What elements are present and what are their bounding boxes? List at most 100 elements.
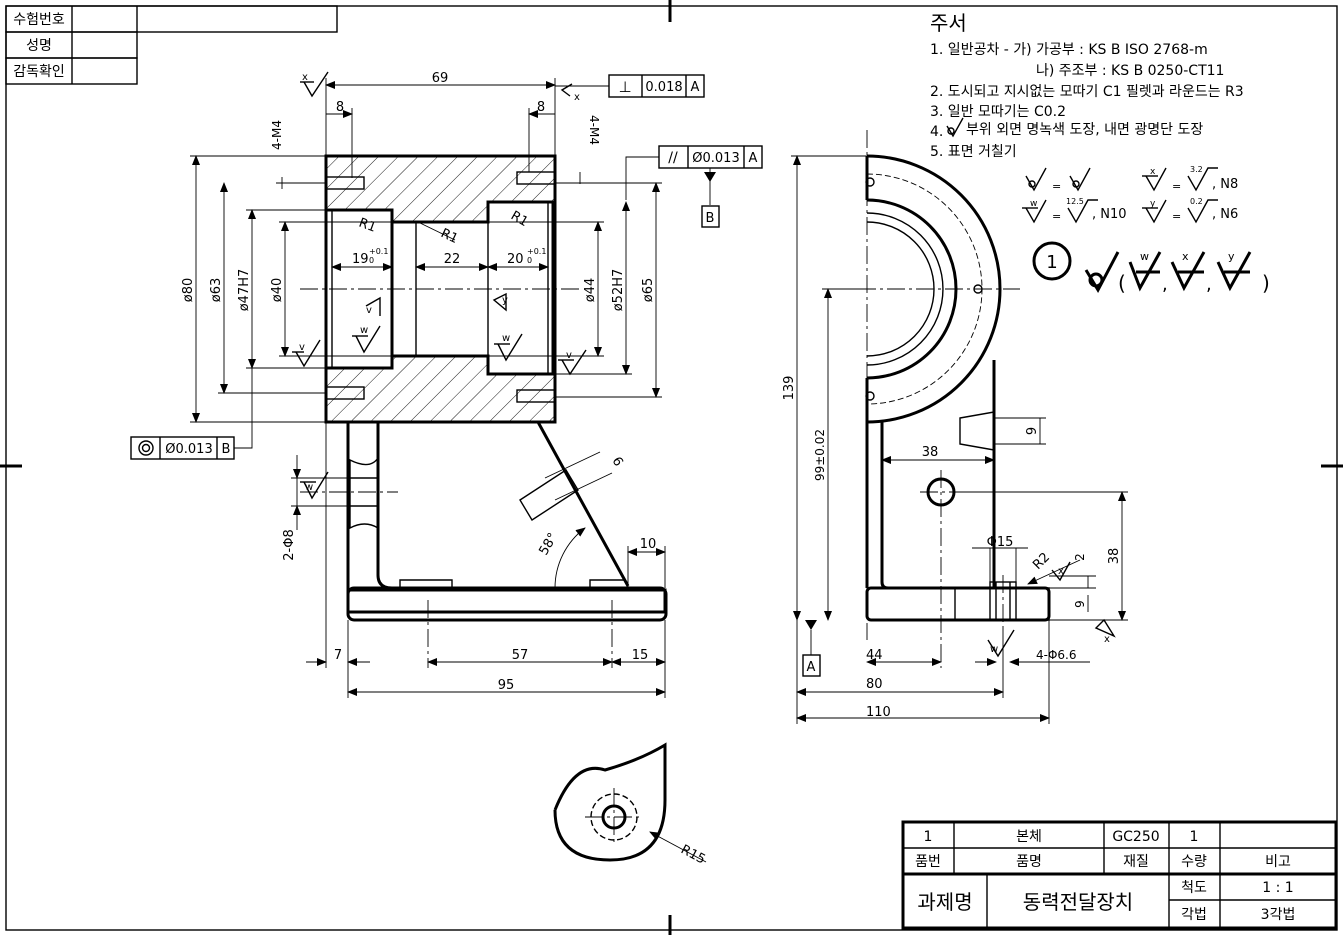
svg-text:, N6: , N6 bbox=[1212, 207, 1238, 222]
svg-text:=: = bbox=[1172, 180, 1181, 193]
svg-text:y: y bbox=[1150, 199, 1156, 209]
svg-text:x: x bbox=[302, 72, 308, 83]
svg-text:ø47H7: ø47H7 bbox=[237, 269, 252, 312]
tapped-holes bbox=[325, 171, 556, 403]
header-qty: 수량 bbox=[1181, 854, 1207, 870]
svg-text:0: 0 bbox=[369, 256, 374, 265]
svg-text:⊥: ⊥ bbox=[618, 78, 631, 96]
svg-text:R1: R1 bbox=[438, 226, 460, 247]
svg-text:Ø0.013: Ø0.013 bbox=[165, 442, 212, 457]
svg-text:6: 6 bbox=[609, 455, 626, 470]
svg-text:ø80: ø80 bbox=[181, 278, 196, 303]
datum-a: A bbox=[807, 660, 816, 675]
svg-text:w: w bbox=[360, 325, 368, 336]
svg-text:38: 38 bbox=[922, 445, 939, 460]
svg-text:10: 10 bbox=[640, 537, 657, 552]
project-label: 과제명 bbox=[917, 890, 972, 914]
gdt-parallelism: // Ø0.013 A B bbox=[625, 145, 763, 228]
svg-text:12.5: 12.5 bbox=[1066, 197, 1084, 206]
svg-text:20: 20 bbox=[507, 252, 524, 267]
svg-text:ø52H7: ø52H7 bbox=[611, 269, 626, 312]
scale-label: 척도 bbox=[1181, 880, 1207, 896]
projection-value: 3각법 bbox=[1261, 907, 1296, 923]
svg-text:(: ( bbox=[1118, 271, 1126, 295]
svg-text:, N10: , N10 bbox=[1092, 207, 1127, 222]
svg-text:9: 9 bbox=[1025, 427, 1040, 435]
svg-text:R1: R1 bbox=[508, 208, 530, 230]
svg-text:2-Φ8: 2-Φ8 bbox=[282, 529, 297, 560]
svg-text:58°: 58° bbox=[536, 531, 561, 558]
projection-label: 각법 bbox=[1181, 907, 1207, 923]
row1-qty: 1 bbox=[1190, 829, 1199, 845]
svg-text:22: 22 bbox=[444, 252, 461, 267]
side-dimensions: 139 99±0.02 38 9 38 Φ15 R2 2 9 44 4-Φ6.6… bbox=[782, 155, 1128, 724]
header-no: 품번 bbox=[915, 854, 941, 870]
svg-text:v: v bbox=[366, 305, 372, 316]
gdt-perpendicularity: ⊥ 0.018 A bbox=[555, 74, 705, 98]
svg-text:x: x bbox=[1104, 634, 1110, 645]
side-view bbox=[858, 130, 1051, 668]
svg-text:,: , bbox=[1162, 274, 1168, 295]
svg-text:R1: R1 bbox=[357, 216, 378, 236]
housing-arc bbox=[866, 154, 1002, 424]
svg-text:=: = bbox=[1052, 180, 1061, 193]
dim-4m4-left: 4-M4 bbox=[270, 120, 284, 150]
roughness-legend: = x = 3.2 , N8 w = 12.5 , N10 y = 0.2 , … bbox=[1022, 165, 1238, 224]
svg-text:+0.1: +0.1 bbox=[527, 247, 546, 256]
row1-no: 1 bbox=[924, 829, 933, 845]
svg-text:): ) bbox=[1262, 271, 1270, 295]
svg-text:x: x bbox=[1058, 566, 1064, 577]
svg-text:v: v bbox=[566, 350, 572, 361]
supervisor-label: 감독확인 bbox=[13, 64, 65, 80]
svg-text:w: w bbox=[502, 333, 510, 344]
row1-material: GC250 bbox=[1112, 829, 1159, 845]
roughness-marks-front: v w v w v y x x w bbox=[292, 71, 587, 500]
scale-value: 1 : 1 bbox=[1262, 880, 1293, 896]
svg-text:ø40: ø40 bbox=[270, 278, 285, 303]
base-plate bbox=[346, 422, 667, 614]
svg-text:, N8: , N8 bbox=[1212, 177, 1238, 192]
svg-text:+0.1: +0.1 bbox=[369, 247, 388, 256]
svg-text:38: 38 bbox=[1107, 548, 1122, 565]
dim-8-left: 8 bbox=[336, 100, 344, 115]
datum-b: B bbox=[706, 211, 715, 226]
header-note: 비고 bbox=[1265, 854, 1291, 870]
svg-text:57: 57 bbox=[512, 648, 529, 663]
svg-text:95: 95 bbox=[498, 678, 515, 693]
svg-text:x: x bbox=[1150, 167, 1156, 177]
exam-info-box: 수험번호 성명 감독확인 bbox=[5, 5, 338, 85]
svg-text:0: 0 bbox=[527, 256, 532, 265]
svg-text:R2: R2 bbox=[1030, 550, 1053, 573]
svg-text:v: v bbox=[299, 342, 305, 353]
svg-text:110: 110 bbox=[866, 705, 891, 720]
svg-text://: // bbox=[668, 150, 678, 166]
svg-text:139: 139 bbox=[782, 376, 797, 401]
svg-text:,: , bbox=[1206, 274, 1212, 295]
svg-text:44: 44 bbox=[866, 648, 883, 663]
gdt-concentricity: Ø0.013 B bbox=[130, 368, 253, 460]
note-line-3: 3. 일반 모따기는 C0.2 bbox=[930, 104, 1066, 120]
svg-text:x: x bbox=[1182, 250, 1189, 263]
svg-text:w: w bbox=[990, 644, 998, 655]
notes-heading: 주서 bbox=[930, 11, 967, 35]
front-dimensions: 69 8 8 4-M4 4-M4 ⊥ 0.018 A // Ø0.013 A bbox=[130, 71, 763, 698]
svg-text:=: = bbox=[1052, 210, 1061, 223]
notes-block: 주서 1. 일반공차 - 가) 가공부 : KS B ISO 2768-m 나)… bbox=[930, 11, 1270, 295]
dim-69: 69 bbox=[432, 71, 449, 86]
svg-text:y: y bbox=[1228, 250, 1235, 263]
svg-text:Ø0.013: Ø0.013 bbox=[692, 151, 739, 166]
header-material: 재질 bbox=[1123, 854, 1149, 870]
dim-r15: R15 bbox=[678, 842, 708, 867]
svg-text:A: A bbox=[691, 80, 700, 95]
svg-text:w: w bbox=[1030, 199, 1037, 209]
note-line-2: 2. 도시되고 지시없는 모따기 C1 필렛과 라운드는 R3 bbox=[930, 84, 1244, 100]
svg-text:ø65: ø65 bbox=[641, 278, 656, 303]
note-line-4: 4. bbox=[930, 124, 943, 140]
note-line-1: 1. 일반공차 - 가) 가공부 : KS B ISO 2768-m bbox=[930, 42, 1208, 58]
svg-text:Φ15: Φ15 bbox=[987, 535, 1014, 550]
part-number-balloon: 1 bbox=[1046, 252, 1057, 273]
svg-text:2: 2 bbox=[1073, 553, 1087, 561]
svg-text:99±0.02: 99±0.02 bbox=[813, 429, 827, 481]
